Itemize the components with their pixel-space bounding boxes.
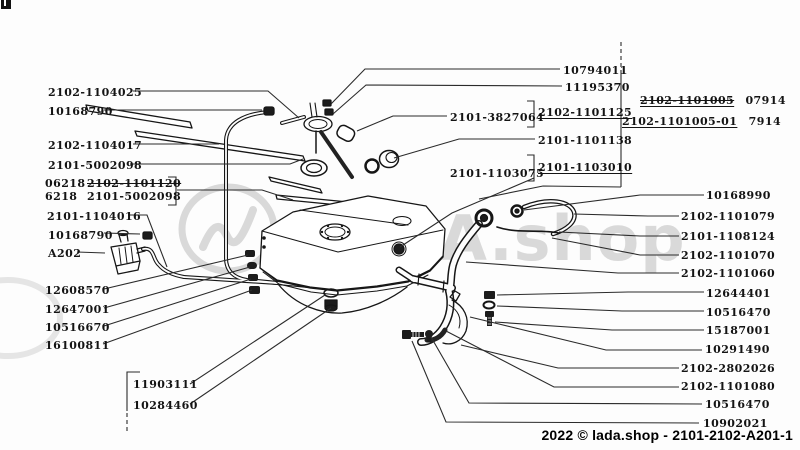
part-number-label: 10168790 (48, 105, 113, 118)
part-number-label: 2101-1104016 (47, 210, 142, 223)
part-number-label: 2102-1101060 (681, 267, 776, 280)
sender-nut-1 (322, 99, 332, 107)
quantity-code: 07914 (745, 94, 786, 107)
old-part-number: 2102-1101120 (87, 177, 182, 190)
part-number-label: A202 (48, 247, 82, 260)
sender-nut-2 (324, 108, 334, 116)
part-number-label: 2102-1101005 07914 (640, 94, 786, 107)
hose-nut (142, 231, 153, 240)
part-number-label: 10168990 (706, 189, 771, 202)
part-number-label: 2102-1101080 (681, 380, 776, 393)
part-number-label: 06218 2102-1101120 (45, 177, 181, 190)
footer-text: 2022 © lada.shop - 2101-2102-A201-1 (541, 427, 793, 443)
part-number-label: 10168790 (48, 229, 113, 242)
part-number: 2101-5002098 (87, 190, 182, 203)
part-number-label: 2101-1108124 (681, 230, 776, 243)
part-number-label: 2102-2802026 (681, 362, 776, 375)
drain-plug (323, 288, 339, 312)
strap-1 (85, 104, 193, 129)
scan-corner-mark (1, 0, 11, 9)
part-number-label: 10516670 (45, 321, 110, 334)
leader-lines (76, 42, 704, 431)
part-number-label: 2101-1101138 (538, 134, 633, 147)
part-number-label: 15187001 (706, 324, 771, 337)
part-number-label: 12644401 (706, 287, 771, 300)
part-number-label: 2102-1104025 (48, 86, 143, 99)
vapor-valve (110, 229, 146, 275)
strap-2 (134, 130, 306, 162)
part-number-label: 2102-1101070 (681, 249, 776, 262)
supersession-code: 6218 (45, 190, 78, 203)
part-number-label: 11903111 (133, 378, 198, 391)
quantity-code: 7914 (748, 115, 782, 128)
part-number-label: 12647001 (45, 303, 110, 316)
strap-3 (268, 176, 323, 194)
filler-cap (378, 149, 400, 169)
part-number-label: 2101-1103010 (538, 161, 633, 174)
fuel-sender (300, 102, 354, 179)
old-part-number: 2102-1101005 (640, 94, 735, 107)
supersession-code: 06218 (45, 177, 86, 190)
part-number-label: 2102-1101079 (681, 210, 776, 223)
filler-opening (474, 208, 494, 228)
o-ring (364, 158, 380, 174)
part-number-label: 11195370 (565, 81, 630, 94)
part-number-label: 6218 2101-5002098 (45, 190, 181, 203)
part-number-label: 2102-1101125 (538, 106, 633, 119)
bracket-bolt (402, 330, 433, 342)
pipe-nut (263, 106, 275, 116)
vent-pipe (496, 226, 560, 234)
fuel-tank-drawing (85, 99, 577, 346)
part-number-label: 2102-1104017 (48, 139, 143, 152)
part-number: 2102-1101005-01 (622, 115, 738, 128)
part-number-label: 2101-3827064 (450, 111, 545, 124)
part-number-label: 10284460 (133, 399, 198, 412)
part-number-label: 16100811 (45, 339, 110, 352)
part-number-label: 2102-1101005-01 7914 (622, 115, 781, 128)
part-number-label: 10902021 (703, 417, 768, 430)
fuel-tank (259, 195, 446, 314)
part-number-label: 2101-1103075 (450, 167, 545, 180)
part-number-label: 10516470 (705, 398, 770, 411)
vent-cap (510, 204, 524, 218)
part-number-label: 12608570 (45, 284, 110, 297)
part-number-label: 10291490 (705, 343, 770, 356)
bushing (336, 124, 356, 143)
part-number-label: 2101-5002098 (48, 159, 143, 172)
part-number-label: 10516470 (706, 306, 771, 319)
part-number-label: 10794011 (563, 64, 628, 77)
